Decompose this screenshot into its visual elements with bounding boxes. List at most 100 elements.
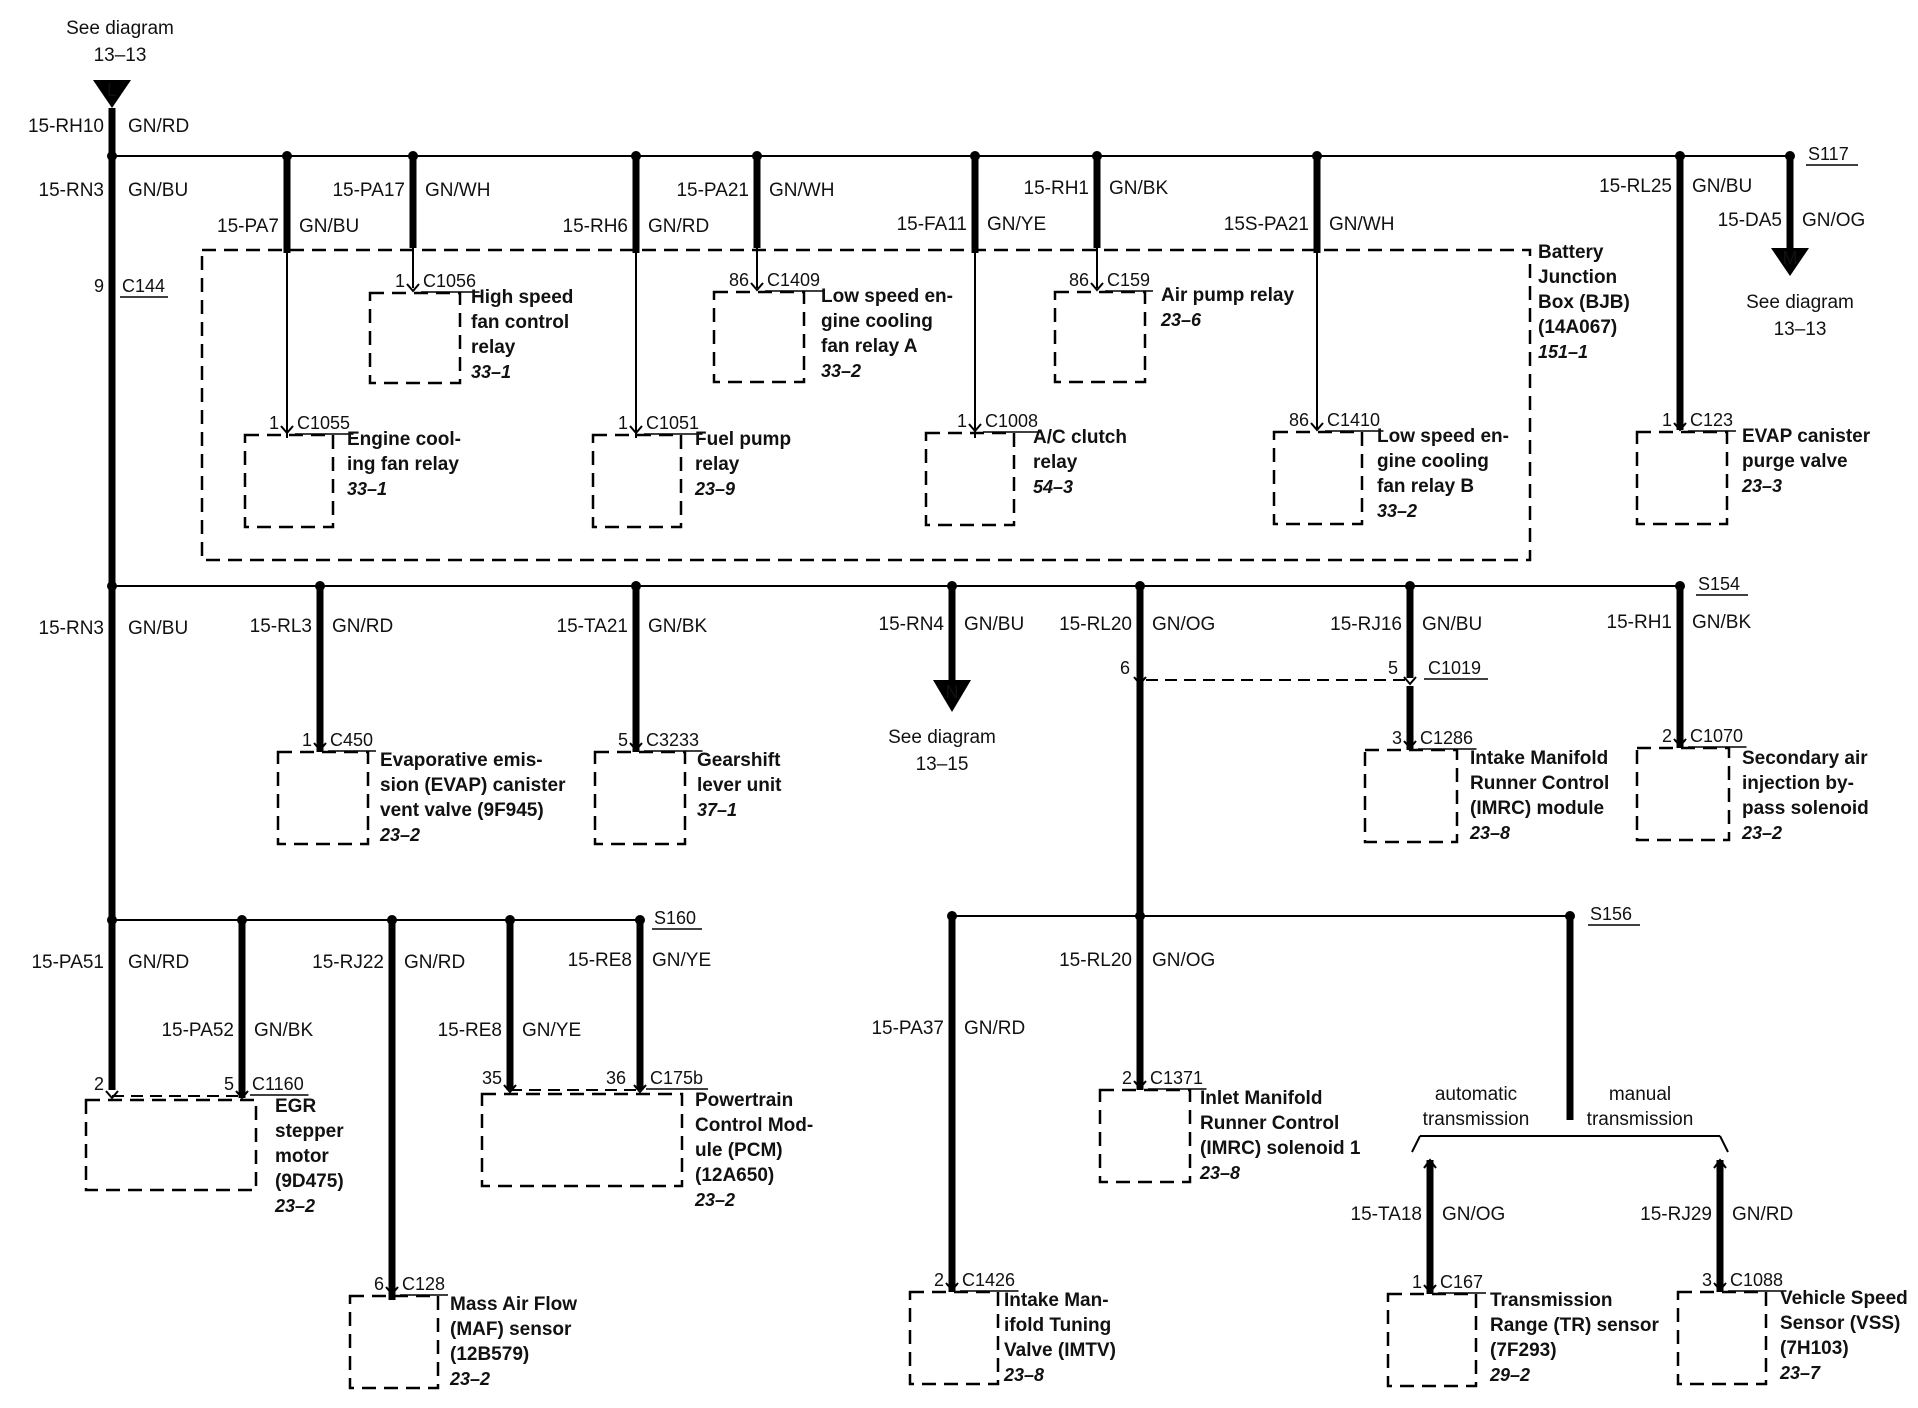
see-diagram-ref: See diagram [888,727,996,748]
device-page-ref: 23–2 [449,1369,490,1389]
splice-dot [1675,581,1685,591]
wire-circuit-label: 15S-PA21 [1224,214,1309,235]
connector-id: C3233 [646,730,699,750]
device-page-ref: 23–6 [1160,310,1202,330]
connector-id: C123 [1690,410,1733,430]
device-name: (9D475) [275,1171,344,1192]
wire-color-label: GN/RD [404,952,465,973]
splice-dot [631,151,641,161]
connector-pin: 5 [618,730,628,750]
component-box [1386,1292,1478,1388]
connector-pin: 6 [374,1274,384,1294]
ref-arrow-N [933,680,971,712]
connector-id: C1371 [1150,1068,1203,1088]
component-box [1676,1290,1768,1386]
terminal-mark [1423,1284,1437,1294]
component-box [84,1098,258,1192]
splice-dot [1405,581,1415,591]
wire-color-label: GN/WH [769,180,834,201]
device-page-ref: 23–2 [694,1190,735,1210]
splice-dot [1135,911,1145,921]
device-name: (12A650) [695,1165,774,1186]
splice-dot [107,581,117,591]
splice-label: S156 [1590,904,1632,924]
device-page-ref: 23–2 [379,825,420,845]
splice-dot [970,151,980,161]
wire-circuit-label: 15-RN3 [39,618,104,639]
connector-id: C1051 [646,413,699,433]
device-page-ref: 23–2 [274,1196,315,1216]
terminal-mark [968,423,982,433]
connector-id: C167 [1440,1272,1483,1292]
branch-label-manual: transmission [1587,1109,1694,1130]
component-box [1098,1088,1192,1184]
connector-id: C1056 [423,271,476,291]
wire-circuit-label: 15-RH1 [1024,178,1089,199]
device-name: Sensor (VSS) [1780,1313,1900,1334]
device-page-ref: 33–1 [347,479,387,499]
wire-color-label: GN/BK [1109,178,1168,199]
terminal-mark [1133,676,1147,686]
splice-dot [1092,151,1102,161]
terminal-mark [1673,422,1687,432]
junction-dots [107,151,1795,925]
wire-circuit-label: 15-TA21 [557,616,628,637]
device-name: (IMRC) module [1470,798,1604,819]
wire-circuit-label: 15-RL20 [1059,950,1132,971]
wire-color-label: GN/BU [964,614,1024,635]
device-name: Runner Control [1200,1113,1339,1134]
device-name: (IMRC) solenoid 1 [1200,1138,1361,1159]
device-name: Low speed en- [1377,426,1509,447]
wire-color-label: GN/WH [1329,214,1394,235]
device-page-ref: 33–2 [1377,501,1417,521]
device-name: ifold Tuning [1004,1315,1111,1336]
wire-color-label: GN/RD [648,216,709,237]
connector-id: C450 [330,730,373,750]
wire-circuit-label: 15-RN4 [879,614,945,635]
device-page-ref: 23–9 [694,479,735,499]
component-box [1053,290,1147,384]
wire-color-label: GN/RD [332,616,393,637]
connector-pin: 2 [1662,726,1672,746]
terminal-mark [105,1090,119,1100]
wire-color-label: GN/BU [1692,176,1752,197]
splice-label: S154 [1698,574,1740,594]
terminal-mark [1133,1080,1147,1090]
device-name: sion (EVAP) canister [380,775,566,796]
splice-dot [1565,911,1575,921]
bjb-label: Box (BJB) [1538,292,1630,313]
connector-pin: 1 [269,413,279,433]
terminal-mark [1713,1282,1727,1292]
wire-circuit-label: 15-RL25 [1599,176,1672,197]
ref-arrow-L [93,80,131,108]
wire-color-label: GN/BU [1422,614,1482,635]
branch-arrows [1423,1158,1727,1169]
device-name: Mass Air Flow [450,1294,577,1315]
device-name: relay [471,337,516,358]
wire-circuit-label: 15-PA21 [676,180,749,201]
device-page-ref: 23–8 [1003,1365,1044,1385]
wire-color-label: GN/OG [1442,1204,1505,1225]
bjb-page-ref: 151–1 [1538,342,1588,362]
wire-circuit-label: 15-RL3 [250,616,312,637]
connector-id: C1055 [297,413,350,433]
wire-circuit-label: 15-DA5 [1718,210,1782,231]
connector-pin: 1 [395,271,405,291]
terminal-mark [406,283,420,293]
splice-dot [387,915,397,925]
device-page-ref: 23–2 [1741,823,1782,843]
component-box [348,1294,440,1390]
device-name: Inlet Manifold [1200,1088,1322,1109]
splice-dot [631,581,641,591]
wire-circuit-label: 15-PA52 [161,1020,234,1041]
device-name: Intake Man- [1004,1290,1109,1311]
device-name: Valve (IMTV) [1004,1340,1116,1361]
branch-ends [1411,1135,1729,1153]
device-name: Range (TR) sensor [1490,1315,1660,1336]
component-box [1363,748,1459,844]
connector-pin: 1 [1412,1272,1422,1292]
device-name: EVAP canister [1742,426,1871,447]
connector-id: C1286 [1420,728,1473,748]
branch-label-auto: transmission [1423,1109,1530,1130]
terminal-mark [629,425,643,435]
